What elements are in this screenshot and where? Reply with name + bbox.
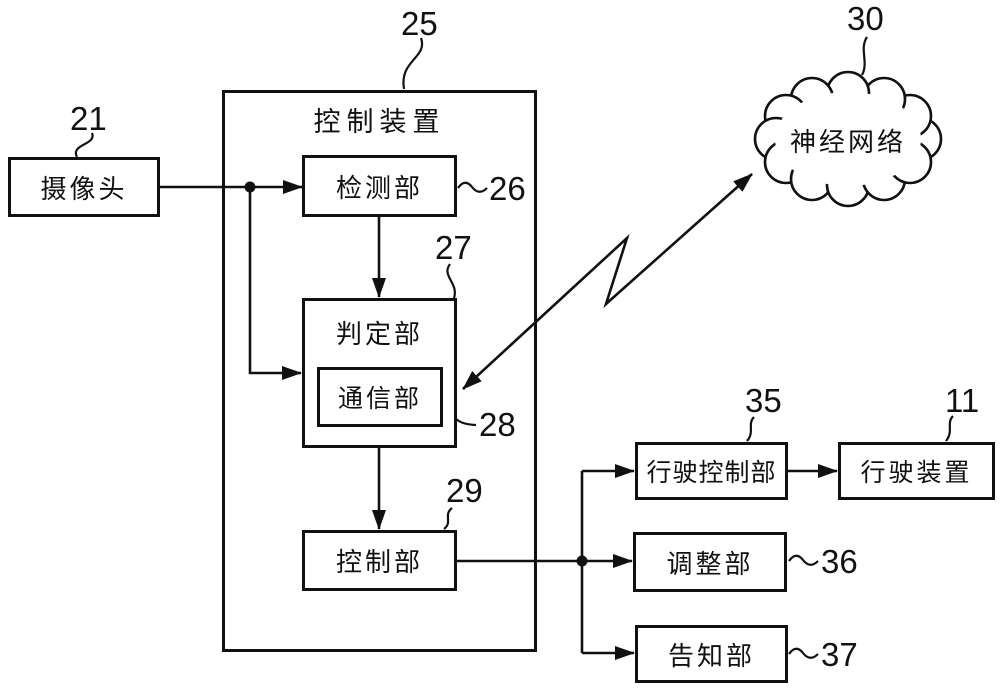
control-unit-box: 控制部 xyxy=(302,530,457,591)
travel-control-box: 行驶控制部 xyxy=(635,442,788,500)
junction-dot-camera xyxy=(244,181,256,193)
camera-box: 摄像头 xyxy=(8,157,160,217)
detection-box: 检测部 xyxy=(302,155,457,217)
neural-network-cloud xyxy=(753,70,943,208)
detection-label: 检测部 xyxy=(335,173,423,204)
leader-ref-37 xyxy=(788,647,819,659)
control-unit-label: 控制部 xyxy=(335,548,423,578)
ref-label-11: 11 xyxy=(945,382,980,419)
leader-ref-21 xyxy=(74,132,94,158)
communication-box: 通信部 xyxy=(317,367,443,427)
control-device-label: 控制装置 xyxy=(313,107,446,138)
leader-ref-35 xyxy=(746,416,755,442)
control-device-box xyxy=(222,90,537,652)
ref-label-35: 35 xyxy=(745,382,782,419)
determination-label: 判定部 xyxy=(335,320,423,350)
junction-dot-outputs xyxy=(576,555,588,567)
leader-ref-26 xyxy=(457,181,488,193)
adjustment-box: 调整部 xyxy=(633,532,787,592)
ref-label-21: 21 xyxy=(70,100,107,137)
arrow-camera-branch-to-determination xyxy=(248,187,302,380)
notification-label: 告知部 xyxy=(667,641,755,672)
camera-label: 摄像头 xyxy=(40,174,128,205)
communication-label: 通信部 xyxy=(337,384,422,413)
notification-box: 告知部 xyxy=(635,625,788,683)
ref-label-27: 27 xyxy=(435,229,472,266)
travel-control-label: 行驶控制部 xyxy=(646,458,777,487)
ref-label-36: 36 xyxy=(821,543,858,580)
ref-label-29: 29 xyxy=(446,472,483,509)
neural-network-label: 神经网络 xyxy=(789,127,906,158)
leader-ref-29 xyxy=(443,507,453,530)
ref-label-30: 30 xyxy=(847,0,884,37)
leader-ref-30 xyxy=(860,36,868,76)
leader-ref-25 xyxy=(402,37,424,90)
travel-device-label: 行驶装置 xyxy=(860,458,973,487)
leader-ref-11 xyxy=(945,415,954,442)
travel-device-box: 行驶装置 xyxy=(838,442,995,500)
leader-ref-36 xyxy=(788,554,819,566)
ref-label-28: 28 xyxy=(479,406,516,443)
leader-ref-27 xyxy=(446,263,456,299)
wireless-link-arrow xyxy=(462,173,753,390)
ref-label-37: 37 xyxy=(821,636,858,673)
ref-label-25: 25 xyxy=(401,5,438,42)
ref-label-26: 26 xyxy=(489,170,526,207)
adjustment-label: 调整部 xyxy=(666,549,754,580)
